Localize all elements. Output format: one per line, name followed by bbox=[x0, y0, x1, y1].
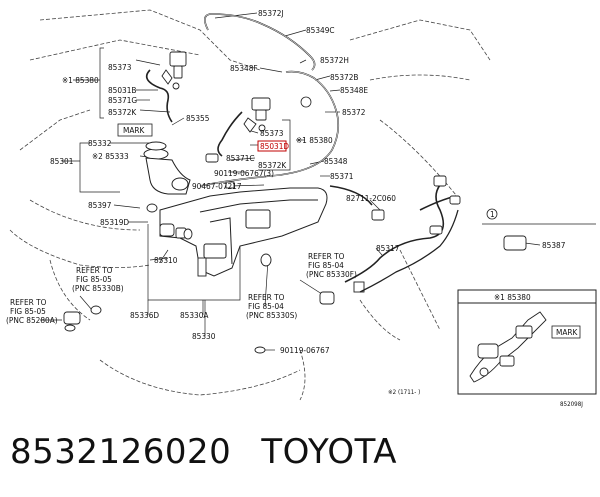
label-90119-06767: 90119-06767 bbox=[280, 345, 330, 355]
hose-inner bbox=[199, 13, 339, 187]
label-85031D: 85031D bbox=[260, 141, 289, 151]
label-85317: 85317 bbox=[376, 243, 400, 253]
refer-fig-85-05-b-3: (PNC 85280A) bbox=[6, 315, 58, 325]
label-85373: 85373 bbox=[108, 62, 132, 72]
diagram-code: 852098J bbox=[560, 401, 583, 408]
label-85301: 85301 bbox=[50, 156, 74, 166]
washer-nozzle-right bbox=[243, 97, 271, 133]
footnote: ※2 (1711- ) bbox=[388, 389, 420, 396]
refer-fig-85-05-a-3: (PNC 85330B) bbox=[72, 283, 124, 293]
refer-fig-85-05-b-2: FIG 85-05 bbox=[10, 306, 46, 316]
label-85031B: 85031B bbox=[108, 85, 136, 95]
label-85310: 85310 bbox=[154, 255, 178, 265]
part-labels: 85372J 85349C 85373 85372H ※1 85380 8534… bbox=[6, 8, 583, 408]
harness-connectors bbox=[429, 175, 527, 251]
circle-marker-1: 1 bbox=[490, 209, 495, 219]
label-85372K: 85372K bbox=[108, 107, 136, 117]
label-85387: 85387 bbox=[542, 240, 566, 250]
label-85372B: 85372B bbox=[330, 72, 358, 82]
label-85348E: 85348E bbox=[340, 85, 368, 95]
filler-neck bbox=[143, 141, 191, 195]
parts-diagram: 85372J 85349C 85373 85372H ※1 85380 8534… bbox=[6, 8, 597, 408]
washer-nozzle-left bbox=[161, 51, 187, 90]
label-85372K-b: 85372K bbox=[258, 160, 286, 170]
label-85348: 85348 bbox=[324, 156, 348, 166]
mark-box bbox=[117, 123, 153, 137]
label-85355: 85355 bbox=[186, 113, 210, 123]
highlight-box bbox=[257, 140, 287, 152]
label-85330: 85330 bbox=[192, 331, 216, 341]
brand-name: TOYOTA bbox=[261, 432, 398, 472]
label-85333: ※2 85333 bbox=[92, 151, 129, 161]
label-mark: MARK bbox=[123, 125, 145, 135]
label-85397: 85397 bbox=[88, 200, 112, 210]
label-85371G: 85371G bbox=[108, 95, 137, 105]
small-components bbox=[63, 153, 385, 354]
label-85349C: 85349C bbox=[306, 25, 335, 35]
label-90119-06767-3: 90119-06767(3) bbox=[214, 168, 274, 178]
leader-lines bbox=[40, 12, 596, 351]
inset-label-mark: MARK bbox=[556, 327, 578, 337]
refer-fig-85-04-a-2: FIG 85-04 bbox=[308, 260, 344, 270]
label-85348F: 85348F bbox=[230, 63, 258, 73]
refer-fig-85-04-a-3: (PNC 85330F) bbox=[306, 269, 357, 279]
refer-fig-85-05-a-2: FIG 85-05 bbox=[76, 274, 112, 284]
inset-frame bbox=[457, 289, 597, 395]
inset-label-85380: ※1 85380 bbox=[494, 292, 531, 302]
label-85319D: 85319D bbox=[100, 217, 129, 227]
label-85371C: 85371C bbox=[226, 153, 255, 163]
label-85330A: 85330A bbox=[180, 310, 208, 320]
refer-fig-85-04-b-1: REFER TO bbox=[248, 292, 285, 302]
refer-fig-85-05-a-1: REFER TO bbox=[76, 265, 113, 275]
inset-nozzle bbox=[469, 311, 547, 383]
inset-mark-box bbox=[551, 325, 581, 339]
label-85336D: 85336D bbox=[130, 310, 159, 320]
label-85380-b: ※1 85380 bbox=[296, 135, 333, 145]
part-number: 8532126020 bbox=[10, 432, 232, 472]
label-85372H: 85372H bbox=[320, 55, 349, 65]
label-85372: 85372 bbox=[342, 107, 365, 117]
circle-marker bbox=[300, 96, 498, 220]
washer-reservoir-tank bbox=[159, 187, 328, 277]
label-85373-b: 85373 bbox=[260, 128, 284, 138]
vehicle-body-outline bbox=[9, 9, 491, 401]
label-85380: ※1 85380 bbox=[62, 75, 99, 85]
refer-fig-85-04-a-1: REFER TO bbox=[308, 251, 345, 261]
refer-fig-85-04-b-2: FIG 85-04 bbox=[248, 301, 284, 311]
label-82711-2C060: 82711-2C060 bbox=[346, 193, 396, 203]
refer-fig-85-04-b-3: (PNC 85330S) bbox=[246, 310, 297, 320]
label-85332: 85332 bbox=[88, 138, 111, 148]
label-90467-07217: 90467-07217 bbox=[192, 181, 242, 191]
part-caption: 8532126020 TOYOTA bbox=[10, 432, 397, 472]
refer-fig-85-05-b-1: REFER TO bbox=[10, 297, 47, 307]
label-85371: 85371 bbox=[330, 171, 354, 181]
label-85372J: 85372J bbox=[258, 8, 284, 18]
